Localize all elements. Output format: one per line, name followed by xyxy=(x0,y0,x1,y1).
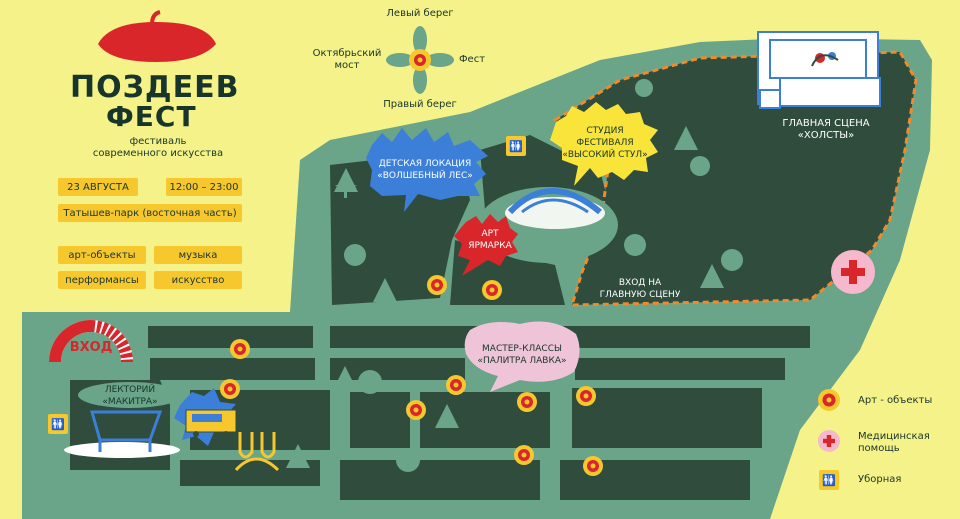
block-row2-a xyxy=(150,358,315,380)
toilet-icon: 🚻 xyxy=(819,470,839,490)
tree-icon xyxy=(690,156,710,176)
compass-flower-icon xyxy=(386,26,454,94)
art-object-icon xyxy=(818,389,840,411)
toilet-icon: 🚻 xyxy=(506,136,526,156)
art-object-icon xyxy=(446,375,466,395)
art-object-icon xyxy=(583,456,603,476)
main-stage-label-1: ГЛАВНАЯ СЦЕНА xyxy=(782,118,870,129)
tree-icon xyxy=(635,79,653,97)
compass-left-label-1: Октябрьский xyxy=(312,48,382,59)
art-object-icon xyxy=(517,392,537,412)
tree-icon xyxy=(700,264,724,288)
tree-icon xyxy=(344,244,366,266)
art-fair-bubble xyxy=(454,214,518,276)
food-truck-icon xyxy=(174,388,237,446)
time-pill: 12:00 – 23:00 xyxy=(166,178,242,196)
art-object-icon xyxy=(230,339,250,359)
compass-right-label: Фест xyxy=(458,54,486,65)
tree-icon xyxy=(396,448,420,472)
studio-label-1: СТУДИЯ xyxy=(586,126,624,136)
legend-medical-1: Медицинская xyxy=(858,431,930,442)
svg-text:🚻: 🚻 xyxy=(822,474,836,487)
main-entrance-label-2: ГЛАВНУЮ СЦЕНУ xyxy=(599,290,681,300)
subtitle-line2: современного искусства xyxy=(92,148,224,159)
tag-art: искусство xyxy=(154,271,242,289)
logo-line2: ФЕСТ xyxy=(106,100,197,133)
tree-icon xyxy=(373,278,397,302)
main-entrance-label-1: ВХОД НА xyxy=(618,278,662,288)
kids-bubble xyxy=(366,128,488,212)
legend-toilet: Уборная xyxy=(858,474,902,485)
block-row2-c xyxy=(575,358,785,380)
legend-art-objects: Арт - объекты xyxy=(858,395,933,406)
lecture-label-bg xyxy=(78,382,182,408)
svg-text:🚻: 🚻 xyxy=(51,418,65,431)
tomato-logo-icon xyxy=(98,10,216,62)
main-stage-label-2: «ХОЛСТЫ» xyxy=(797,130,855,141)
tree-icon xyxy=(334,168,358,198)
toilet-icon: 🚻 xyxy=(48,414,68,434)
tree-icon xyxy=(358,370,382,394)
studio-label-2: ФЕСТИВАЛЯ xyxy=(576,138,634,148)
art-object-markers xyxy=(220,275,603,476)
art-object-icon xyxy=(482,280,502,300)
svg-text:🚻: 🚻 xyxy=(509,140,523,153)
masterclass-bubble xyxy=(464,321,580,392)
compass-left-label-2: мост xyxy=(334,60,360,71)
tag-music: музыка xyxy=(154,246,242,264)
tag-art-objects: арт-объекты xyxy=(58,246,146,264)
block-row3-b xyxy=(350,392,410,448)
stage-icon xyxy=(757,31,881,109)
art-fair-label-2: ЯРМАРКА xyxy=(468,241,512,251)
art-object-icon xyxy=(576,386,596,406)
entrance-label: ВХОД xyxy=(69,340,113,355)
kids-label-1: ДЕТСКАЯ ЛОКАЦИЯ xyxy=(378,159,472,169)
bridge-icon xyxy=(507,188,602,215)
block-row1-a xyxy=(148,326,313,348)
swing-icon xyxy=(234,432,280,472)
lecture-label-2: «МАКИТРА» xyxy=(102,397,158,407)
block-row3-d xyxy=(572,388,762,448)
art-object-icon xyxy=(514,445,534,465)
block-row4-b xyxy=(340,460,540,500)
masterclass-label-1: МАСТЕР-КЛАССЫ xyxy=(482,344,562,354)
tree-icon xyxy=(286,444,310,468)
kids-label-2: «ВОЛШЕБНЫЙ ЛЕС» xyxy=(377,171,473,181)
logo-line1: ПОЗДЕЕВ xyxy=(70,70,240,105)
medical-cross-icon xyxy=(831,250,875,294)
legend-medical-2: помощь xyxy=(858,443,900,454)
lecture-hall-icon xyxy=(64,410,180,458)
lecture-label-1: ЛЕКТОРИЙ xyxy=(104,385,156,395)
studio-bubble xyxy=(550,102,658,186)
art-fair-label-1: АРТ xyxy=(481,229,499,239)
compass-top-label: Левый берег xyxy=(386,8,454,19)
entrance-arch xyxy=(49,320,133,363)
date-pill: 23 АВГУСТА xyxy=(58,178,138,196)
art-object-icon xyxy=(406,400,426,420)
tree-icon xyxy=(721,249,743,271)
studio-label-3: «ВЫСОКИЙ СТУЛ» xyxy=(562,150,648,160)
tree-icon xyxy=(674,126,698,150)
art-object-icon xyxy=(427,275,447,295)
masterclass-label-2: «ПАЛИТРА ЛАВКА» xyxy=(477,356,567,366)
medical-cross-icon xyxy=(818,430,840,452)
tag-performances: перформансы xyxy=(58,271,146,289)
subtitle-line1: фестиваль xyxy=(129,136,187,147)
tree-icon xyxy=(435,404,459,428)
compass-bottom-label: Правый берег xyxy=(383,99,457,110)
tree-icon xyxy=(333,366,357,390)
place-pill: Татышев-парк (восточная часть) xyxy=(58,204,242,222)
trees xyxy=(286,79,743,472)
tree-icon xyxy=(624,234,646,256)
art-object-icon xyxy=(220,379,240,399)
